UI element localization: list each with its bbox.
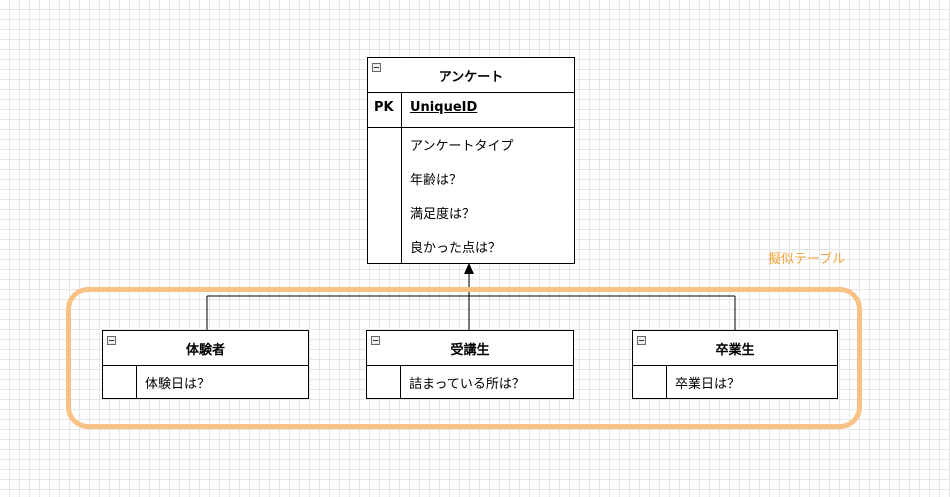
field-survey-type[interactable]: アンケートタイプ: [410, 139, 514, 154]
pseudo-table-label: 擬似テーブル: [768, 252, 846, 267]
entity-survey[interactable]: アンケート PK UniqueID アンケートタイプ 年齢は？ 満足度は？ 良か…: [367, 57, 575, 264]
entity-trial-user-title: 体験者: [185, 342, 225, 358]
pk-divider: [368, 127, 574, 128]
collapse-icon[interactable]: [107, 336, 116, 345]
arrow-head-icon: [464, 263, 474, 274]
field-satisfaction[interactable]: 満足度は？: [410, 207, 476, 222]
field-graduation-date[interactable]: 卒業日は？: [675, 377, 741, 392]
entity-student-header: 受講生: [367, 331, 573, 366]
key-column-divider: [400, 366, 401, 398]
key-column-divider: [666, 366, 667, 398]
entity-graduate-title: 卒業生: [715, 342, 755, 358]
entity-trial-user-header: 体験者: [103, 331, 308, 366]
entity-graduate[interactable]: 卒業生 卒業日は？: [632, 330, 838, 399]
pseudo-table-group[interactable]: [66, 287, 862, 429]
pk-field[interactable]: UniqueID: [410, 100, 478, 115]
entity-trial-user[interactable]: 体験者 体験日は？: [102, 330, 309, 399]
field-stuck-point[interactable]: 詰まっている所は？: [409, 377, 525, 392]
collapse-icon[interactable]: [372, 63, 381, 72]
collapse-icon[interactable]: [371, 336, 380, 345]
field-trial-date[interactable]: 体験日は？: [145, 377, 211, 392]
pk-label: PK: [374, 100, 394, 115]
collapse-icon[interactable]: [637, 336, 646, 345]
entity-graduate-header: 卒業生: [633, 331, 837, 366]
entity-student-title: 受講生: [450, 342, 490, 358]
key-column-divider: [401, 93, 402, 263]
field-good-points[interactable]: 良かった点は？: [410, 241, 502, 256]
entity-student[interactable]: 受講生 詰まっている所は？: [366, 330, 574, 399]
key-column-divider: [136, 366, 137, 398]
entity-survey-title: アンケート: [438, 69, 504, 85]
field-age[interactable]: 年齢は？: [410, 173, 463, 188]
entity-survey-header: アンケート: [368, 58, 574, 93]
